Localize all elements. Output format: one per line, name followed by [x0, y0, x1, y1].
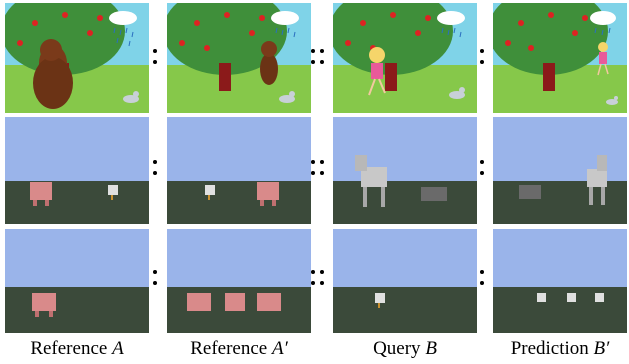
minecraft-scene-minecart-horse: [493, 117, 627, 224]
panel-r1-c3: [333, 3, 477, 113]
panel-r3-c4: [493, 229, 627, 333]
separator-dot: [320, 171, 324, 175]
separator-dot: [320, 281, 324, 285]
separator-dot: [311, 281, 315, 285]
bird: [606, 99, 618, 105]
separator-dot: [311, 171, 315, 175]
pig: [30, 182, 52, 200]
separator-dot: [311, 270, 315, 274]
separator-dot: [311, 160, 315, 164]
chicken: [567, 293, 576, 302]
chicken: [537, 293, 546, 302]
chicken: [108, 185, 118, 195]
minecraft-scene-horse-minecart: [333, 117, 477, 224]
bird: [279, 95, 295, 103]
separator-dot: [320, 49, 324, 53]
separator-dot: [480, 49, 484, 53]
horse: [587, 169, 607, 187]
cartoon-scene-bear-moved: [167, 3, 311, 113]
girl: [598, 42, 608, 52]
separator-dot: [480, 270, 484, 274]
bird: [449, 91, 465, 99]
chicken: [205, 185, 215, 195]
separator-dot: [311, 49, 315, 53]
pig: [187, 293, 211, 311]
minecraft-scene-one-pig: [5, 229, 149, 333]
pig: [257, 293, 281, 311]
separator-dot: [153, 49, 157, 53]
panel-r1-c4: [493, 3, 627, 113]
cartoon-scene-bear: [5, 3, 149, 113]
separator-dot: [320, 270, 324, 274]
separator-dot: [480, 281, 484, 285]
minecart: [421, 187, 447, 201]
column-label-prediction-b-prime: Prediction B′: [510, 338, 610, 359]
bird: [123, 95, 139, 103]
column-label-query-b: Query B: [373, 338, 437, 359]
minecraft-scene-three-chickens: [493, 229, 627, 333]
panel-r2-c2: [167, 117, 311, 224]
separator-dot: [153, 270, 157, 274]
chicken: [595, 293, 604, 302]
panel-r1-c2: [167, 3, 311, 113]
panel-r2-c3: [333, 117, 477, 224]
separator-dot: [153, 160, 157, 164]
separator-dot: [311, 60, 315, 64]
pig: [32, 293, 56, 311]
girl: [369, 47, 385, 63]
bear: [260, 53, 278, 85]
cartoon-scene-girl-moved: [493, 3, 627, 113]
minecraft-scene-three-pigs: [167, 229, 311, 333]
separator-dot: [320, 60, 324, 64]
column-label-reference-a-prime: Reference A′: [190, 338, 288, 359]
separator-dot: [480, 171, 484, 175]
minecraft-scene-one-chicken: [333, 229, 477, 333]
panel-r3-c2: [167, 229, 311, 333]
pig: [257, 182, 279, 200]
panel-r1-c1: [5, 3, 149, 113]
separator-dot: [153, 171, 157, 175]
pig: [225, 293, 245, 311]
panel-r2-c4: [493, 117, 627, 224]
minecraft-scene-chicken-pig: [167, 117, 311, 224]
cartoon-scene-girl: [333, 3, 477, 113]
separator-dot: [153, 281, 157, 285]
separator-dot: [320, 160, 324, 164]
panel-r3-c1: [5, 229, 149, 333]
panel-r2-c1: [5, 117, 149, 224]
separator-dot: [480, 60, 484, 64]
separator-dot: [480, 160, 484, 164]
minecraft-scene-pig-chicken: [5, 117, 149, 224]
chicken: [375, 293, 385, 303]
panel-r3-c3: [333, 229, 477, 333]
column-label-reference-a: Reference A: [30, 338, 124, 359]
minecart: [519, 185, 541, 199]
separator-dot: [153, 60, 157, 64]
horse: [361, 167, 387, 187]
